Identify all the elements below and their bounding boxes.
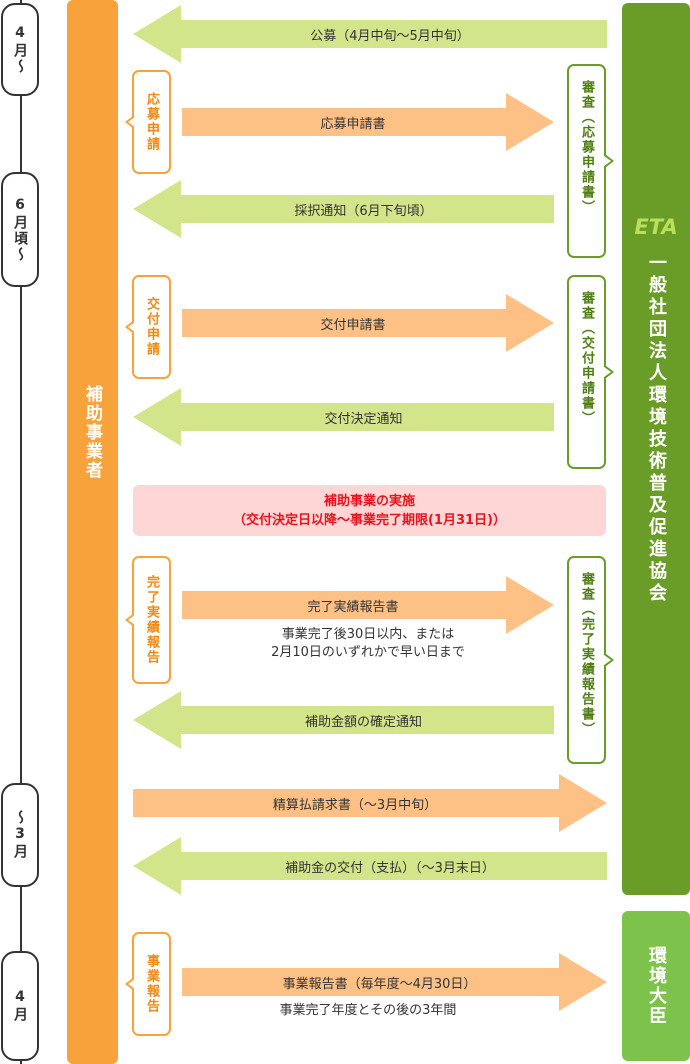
callout-completion-report: 完了実績報告 (125, 556, 171, 684)
arrow-grant-application-form-label: 交付申請書 (320, 317, 386, 333)
svg-text:ETA: ETA (634, 215, 677, 239)
project-report-period-note: 事業完了年度とその後の3年間 (182, 1002, 554, 1020)
review-grant-application: 審査（交付申請書） (567, 275, 614, 469)
completion-deadline-line1: 事業完了後30日以内、または (281, 627, 455, 642)
callout-project-report: 事業報告 (125, 932, 171, 1036)
review-grant-application-label: 審査（交付申請書） (579, 291, 594, 426)
arrow-payment-request-shape (133, 774, 607, 832)
arrow-application-form-shape (182, 93, 554, 151)
arrow-application-form: 応募申請書 (182, 93, 554, 151)
callout-completion-report-label: 完了実績報告 (144, 575, 159, 665)
arrow-amount-confirmation-label: 補助金額の確定通知 (304, 714, 422, 730)
arrow-selection-notice: 採択通知（6月下旬頃） (133, 180, 554, 238)
callout-application: 応募申請 (125, 70, 171, 174)
arrow-grant-decision-notice: 交付決定通知 (133, 388, 554, 446)
arrow-payment-request: 精算払請求書（〜3月中旬） (133, 774, 607, 832)
arrow-grant-application-form: 交付申請書 (182, 294, 554, 352)
arrow-completion-report: 完了実績報告書 (182, 576, 554, 634)
actor-subsidy-recipient: 補助事業者 (67, 0, 118, 1064)
actor-eta-label: 一般社団法人環境技術普及促進協会 (646, 253, 667, 605)
arrow-grant-decision-notice-shape (133, 388, 554, 446)
review-completion-report: 審査（完了実績報告書） (567, 556, 614, 764)
arrow-selection-notice-label: 採択通知（6月下旬頃） (294, 203, 433, 219)
arrow-application-form-label: 応募申請書 (320, 116, 386, 132)
timeline-marker-june: 6月頃〜 (1, 172, 39, 287)
arrow-public-call-shape (133, 5, 607, 63)
project-report-period: 事業完了年度とその後の3年間 (279, 1003, 457, 1018)
callout-grant-application-label: 交付申請 (144, 297, 159, 357)
actor-subsidy-recipient-label: 補助事業者 (82, 384, 102, 480)
eta-logo-icon: ETA (629, 213, 683, 239)
arrow-amount-confirmation-shape (133, 691, 554, 749)
arrow-public-call-label: 公募（4月中旬〜5月中旬） (310, 28, 470, 44)
arrow-public-call: 公募（4月中旬〜5月中旬） (133, 5, 607, 63)
arrow-project-report: 事業報告書（毎年度〜4月30日） (182, 953, 607, 1011)
review-application: 審査（応募申請書） (567, 64, 614, 258)
review-completion-report-label: 審査（完了実績報告書） (579, 572, 594, 737)
callout-application-label: 応募申請 (144, 92, 159, 152)
completion-deadline-note: 事業完了後30日以内、または 2月10日のいずれかで早い日まで (182, 626, 554, 662)
arrow-project-report-shape (182, 953, 607, 1011)
timeline-marker-april-end: 4月 (1, 951, 39, 1061)
actor-minister: 環境大臣 (622, 911, 690, 1061)
timeline-marker-april-start: 4月〜 (1, 3, 39, 96)
arrow-project-report-label: 事業報告書（毎年度〜4月30日） (282, 976, 477, 992)
arrow-grant-application-form-shape (182, 294, 554, 352)
arrow-completion-report-shape (182, 576, 554, 634)
arrow-selection-notice-shape (133, 180, 554, 238)
arrow-payment-request-label: 精算払請求書（〜3月中旬） (272, 797, 438, 813)
arrow-subsidy-payment: 補助金の交付（支払）（〜3月末日） (133, 837, 607, 895)
arrow-grant-decision-notice-label: 交付決定通知 (324, 411, 403, 427)
timeline-marker-march: 〜3月 (1, 783, 39, 887)
implementation-banner: 補助事業の実施 （交付決定日以降〜事業完了期限(1月31日)） (133, 485, 606, 536)
arrow-subsidy-payment-label: 補助金の交付（支払）（〜3月末日） (285, 860, 495, 876)
implementation-title: 補助事業の実施 (323, 493, 415, 509)
callout-project-report-label: 事業報告 (144, 954, 159, 1014)
actor-eta: ETA 一般社団法人環境技術普及促進協会 (622, 3, 690, 895)
arrow-subsidy-payment-shape (133, 837, 607, 895)
implementation-period: （交付決定日以降〜事業完了期限(1月31日)） (232, 512, 507, 528)
timeline-line (20, 0, 22, 1064)
arrow-completion-report-label: 完了実績報告書 (307, 599, 399, 615)
completion-deadline-line2: 2月10日のいずれかで早い日まで (271, 645, 465, 660)
callout-grant-application: 交付申請 (125, 275, 171, 379)
actor-minister-label: 環境大臣 (646, 946, 667, 1026)
arrow-amount-confirmation: 補助金額の確定通知 (133, 691, 554, 749)
review-application-label: 審査（応募申請書） (579, 80, 594, 215)
